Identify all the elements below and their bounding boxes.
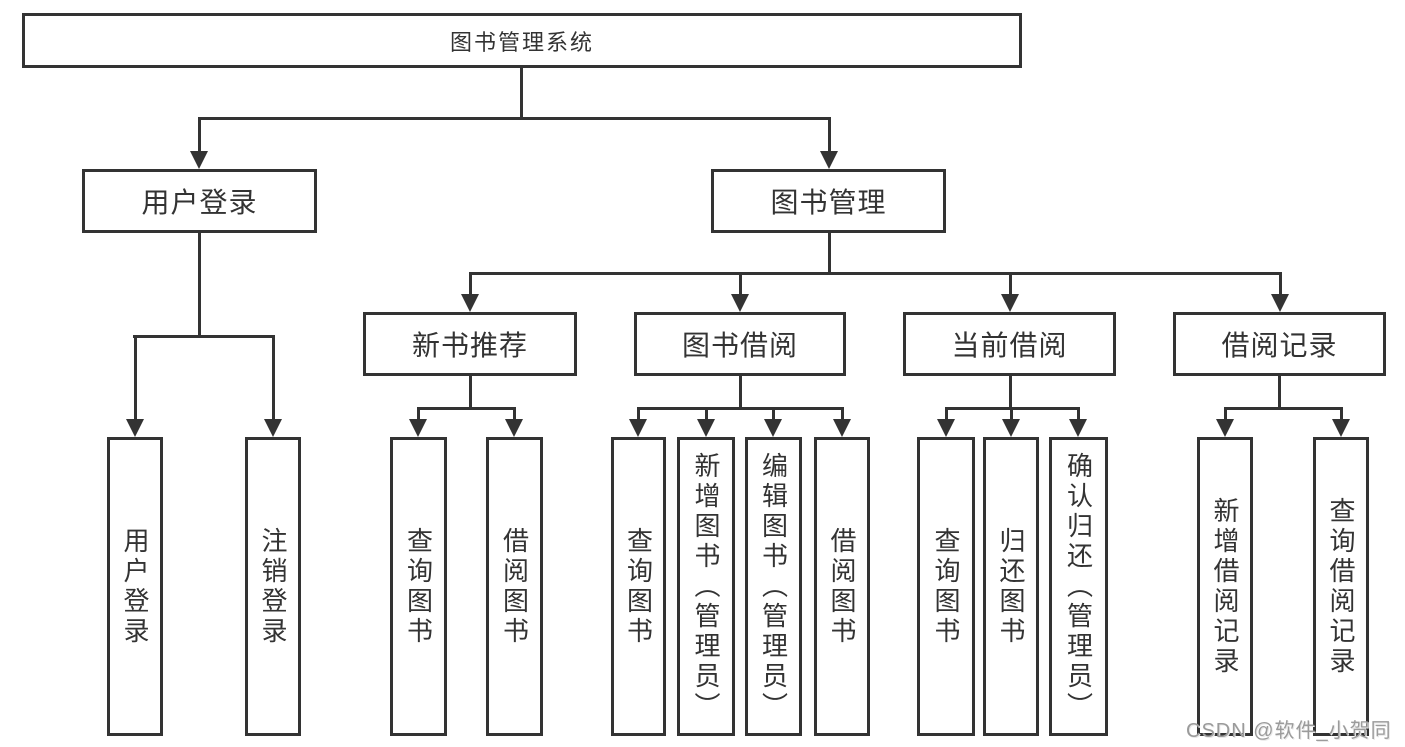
arrow-down-icon [629,419,647,437]
connector-borrow-records-rail [1224,407,1343,410]
node-user-login: 用户登录 [82,169,317,233]
node-root: 图书管理系统 [22,13,1022,68]
arrow-down-icon [937,419,955,437]
node-leaf-nb-borrow-books-label: 借阅图书 [499,526,530,647]
arrow-down-icon [697,419,715,437]
connector-level3-rail [469,272,1282,275]
arrow-down-icon [409,419,427,437]
node-book-borrow-label: 图书借阅 [681,330,798,361]
connector-stem-leaf [513,407,516,421]
node-leaf-nb-query-books-label: 查询图书 [403,526,434,647]
node-leaf-bb-query-books-label: 查询图书 [623,526,654,647]
node-leaf-logout: 注销登录 [245,437,301,736]
node-leaf-br-add-record: 新增借阅记录 [1197,437,1253,736]
node-leaf-bb-borrow-books-label: 借阅图书 [827,526,857,647]
connector-stem-leaf [1077,407,1080,421]
node-leaf-cb-return-books: 归还图书 [983,437,1039,736]
connector-new-books-stub [469,376,472,410]
connector-stem-new-books [469,272,472,296]
node-leaf-bb-edit-books-admin-label: 编辑图书（管理员） [758,451,789,722]
arrow-down-icon [731,294,749,312]
connector-stem-leaf [705,407,708,421]
connector-stem-leaf [841,407,844,421]
node-leaf-cb-query-books-label: 查询图书 [931,526,961,647]
connector-stem-leaf [1224,407,1227,421]
connector-user-login-stub [198,233,201,338]
arrow-down-icon [1001,294,1019,312]
node-leaf-cb-confirm-return-admin-label: 确认归还（管理员） [1063,451,1094,722]
connector-book-borrow-stub [739,376,742,410]
arrow-down-icon [833,419,851,437]
connector-stem-borrow-records [1279,272,1282,296]
connector-stem-leaf [417,407,420,421]
node-leaf-cb-query-books: 查询图书 [917,437,975,736]
node-leaf-br-query-record: 查询借阅记录 [1313,437,1369,736]
node-leaf-br-add-record-label: 新增借阅记录 [1210,496,1240,677]
arrow-down-icon [1271,294,1289,312]
node-leaf-bb-add-books-admin-label: 新增图书（管理员） [691,451,721,722]
arrow-down-icon [126,419,144,437]
node-leaf-br-query-record-label: 查询借阅记录 [1326,496,1356,677]
node-current-borrow: 当前借阅 [903,312,1116,376]
connector-book-borrow-rail [637,407,844,410]
connector-stem-leaf [1340,407,1343,421]
arrow-down-icon [264,419,282,437]
arrow-down-icon [1216,419,1234,437]
connector-stem-leaf [772,407,775,421]
node-user-login-label: 用户登录 [141,187,258,218]
connector-borrow-records-stub [1278,376,1281,410]
connector-root-stub [520,68,523,120]
node-leaf-nb-borrow-books: 借阅图书 [486,437,543,736]
node-leaf-bb-edit-books-admin: 编辑图书（管理员） [745,437,802,736]
node-leaf-user-login-label: 用户登录 [120,526,150,647]
node-leaf-nb-query-books: 查询图书 [390,437,447,736]
connector-stem-current-borrow [1009,272,1012,296]
connector-stem-leaf [134,335,137,421]
connector-stem-user-login [198,117,201,153]
connector-user-login-rail [133,335,275,338]
arrow-down-icon [461,294,479,312]
node-borrow-records: 借阅记录 [1173,312,1386,376]
node-leaf-bb-query-books: 查询图书 [611,437,666,736]
connector-new-books-rail [417,407,516,410]
connector-stem-leaf [945,407,948,421]
connector-current-borrow-stub [1009,376,1012,410]
arrow-down-icon [820,151,838,169]
node-leaf-logout-label: 注销登录 [258,526,288,647]
connector-stem-leaf [637,407,640,421]
node-book-borrow: 图书借阅 [634,312,846,376]
node-leaf-user-login: 用户登录 [107,437,163,736]
connector-stem-book-borrow [739,272,742,296]
connector-level2-rail [198,117,831,120]
arrow-down-icon [1002,419,1020,437]
node-leaf-bb-borrow-books: 借阅图书 [814,437,870,736]
node-current-borrow-label: 当前借阅 [951,330,1068,361]
arrow-down-icon [505,419,523,437]
connector-book-mgmt-stub [828,233,831,275]
arrow-down-icon [190,151,208,169]
node-book-management: 图书管理 [711,169,946,233]
connector-stem-leaf [272,335,275,421]
node-leaf-cb-return-books-label: 归还图书 [996,526,1026,647]
arrow-down-icon [1069,419,1087,437]
csdn-watermark: CSDN @软件_小贺同学 [1186,720,1392,742]
node-borrow-records-label: 借阅记录 [1221,330,1338,361]
node-leaf-cb-confirm-return-admin: 确认归还（管理员） [1049,437,1108,736]
node-book-management-label: 图书管理 [770,187,887,218]
node-leaf-bb-add-books-admin: 新增图书（管理员） [677,437,735,736]
arrow-down-icon [1332,419,1350,437]
node-new-book-recommend: 新书推荐 [363,312,577,376]
connector-stem-book-mgmt [828,117,831,153]
connector-stem-leaf [1010,407,1013,421]
node-new-book-recommend-label: 新书推荐 [411,330,528,361]
arrow-down-icon [764,419,782,437]
node-root-label: 图书管理系统 [449,29,594,55]
